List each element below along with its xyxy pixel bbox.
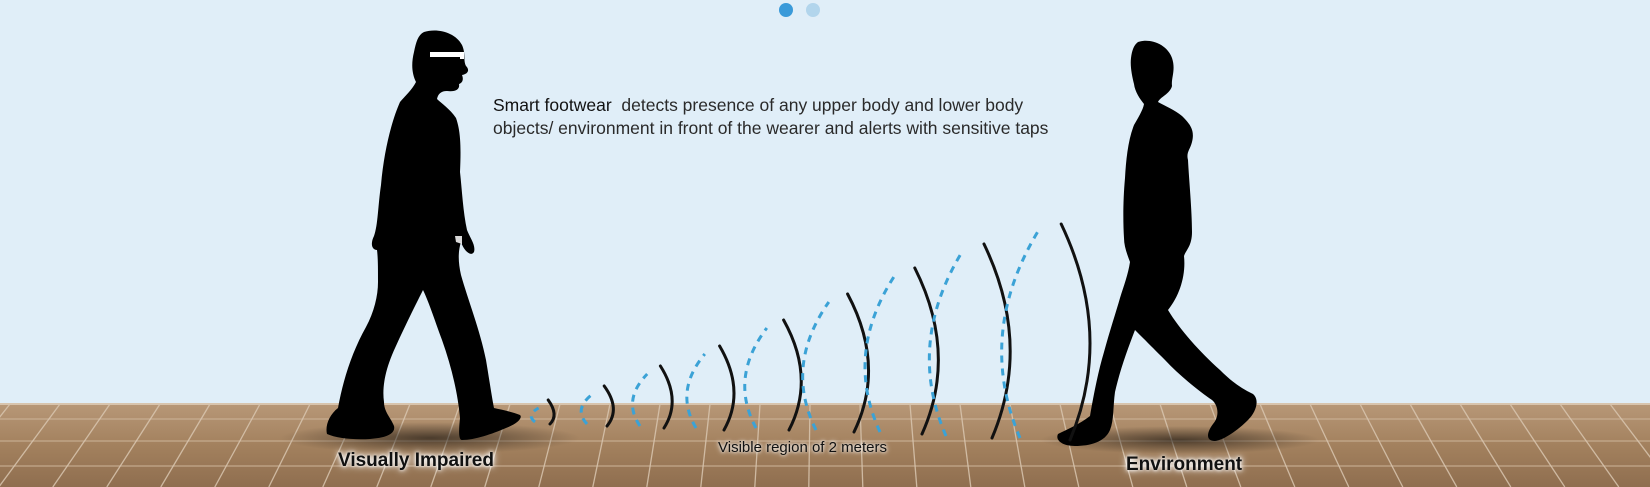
signal-arc-solid <box>718 344 736 432</box>
signal-arc-dashed <box>685 353 706 429</box>
signal-arc-solid <box>913 266 940 436</box>
signal-arc-dashed <box>579 392 594 426</box>
carousel-dot-2[interactable] <box>806 3 820 17</box>
signal-arc-solid <box>602 384 615 428</box>
carousel-dots <box>779 3 820 17</box>
signal-arc-dashed <box>927 251 964 437</box>
signal-arc-dashed <box>631 372 649 427</box>
feature-description: Smart footwear detects presence of any u… <box>493 94 1053 140</box>
signal-arc-solid <box>846 292 871 434</box>
signal-arc-solid <box>982 242 1012 440</box>
signal-arc-dashed <box>801 301 831 431</box>
signal-arc-dashed <box>529 406 540 424</box>
sensor-waves-icon <box>529 222 1092 442</box>
tiled-floor <box>0 403 1650 487</box>
signal-arc-solid <box>546 398 556 426</box>
signal-arc-dashed <box>743 327 768 429</box>
environment-label: Environment <box>1126 454 1243 475</box>
visually-impaired-person-icon <box>326 30 521 441</box>
carousel-dot-1[interactable] <box>779 3 793 17</box>
visually-impaired-label: Visually Impaired <box>338 450 494 471</box>
description-text: detects presence of any upper body and l… <box>493 95 1049 138</box>
environment-person-icon <box>1057 40 1257 446</box>
signal-arc-dashed <box>1000 231 1039 439</box>
signal-arc-solid <box>1059 222 1092 442</box>
signal-arc-solid <box>658 364 674 430</box>
visible-region-caption: Visible region of 2 meters <box>718 439 887 456</box>
signal-arc-solid <box>782 318 803 432</box>
right-person-shadow <box>1040 426 1320 454</box>
product-name: Smart footwear <box>493 95 612 115</box>
signal-arc-dashed <box>863 275 896 433</box>
